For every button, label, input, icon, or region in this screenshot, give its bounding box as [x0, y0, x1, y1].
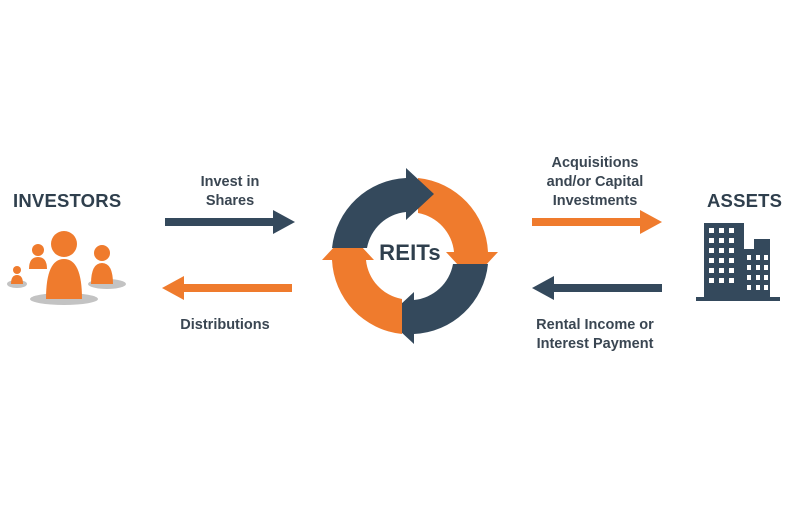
rental-income-line2: Interest Payment — [536, 336, 654, 352]
invest-in-shares-line2: Shares — [205, 193, 255, 209]
acquisitions-line3: Investments — [552, 193, 638, 209]
distributions-arrow-left — [160, 274, 294, 307]
investors-heading: INVESTORS — [13, 190, 122, 211]
rental-income-line1: Rental Income or — [536, 317, 654, 333]
reits-center-label: REITs — [379, 240, 441, 265]
invest-in-shares-line1: Invest in — [200, 174, 260, 190]
office-buildings-icon — [692, 213, 784, 308]
cycle-ring-icon — [320, 166, 500, 351]
acquisitions-label: Acquisitions and/or Capital Investments — [525, 154, 665, 211]
acquisitions-line1: Acquisitions — [551, 155, 639, 171]
acquisitions-arrow-right — [530, 208, 664, 241]
rental-income-label: Rental Income or Interest Payment — [520, 316, 670, 354]
rental-income-arrow-left — [530, 274, 664, 307]
distributions-label: Distributions — [170, 316, 280, 335]
invest-in-shares-label: Invest in Shares — [185, 173, 275, 211]
acquisitions-line2: and/or Capital — [546, 174, 644, 190]
people-group-icon — [4, 228, 128, 313]
invest-arrow-right — [163, 208, 297, 241]
assets-heading: ASSETS — [707, 190, 783, 211]
distributions-line1: Distributions — [180, 317, 270, 333]
